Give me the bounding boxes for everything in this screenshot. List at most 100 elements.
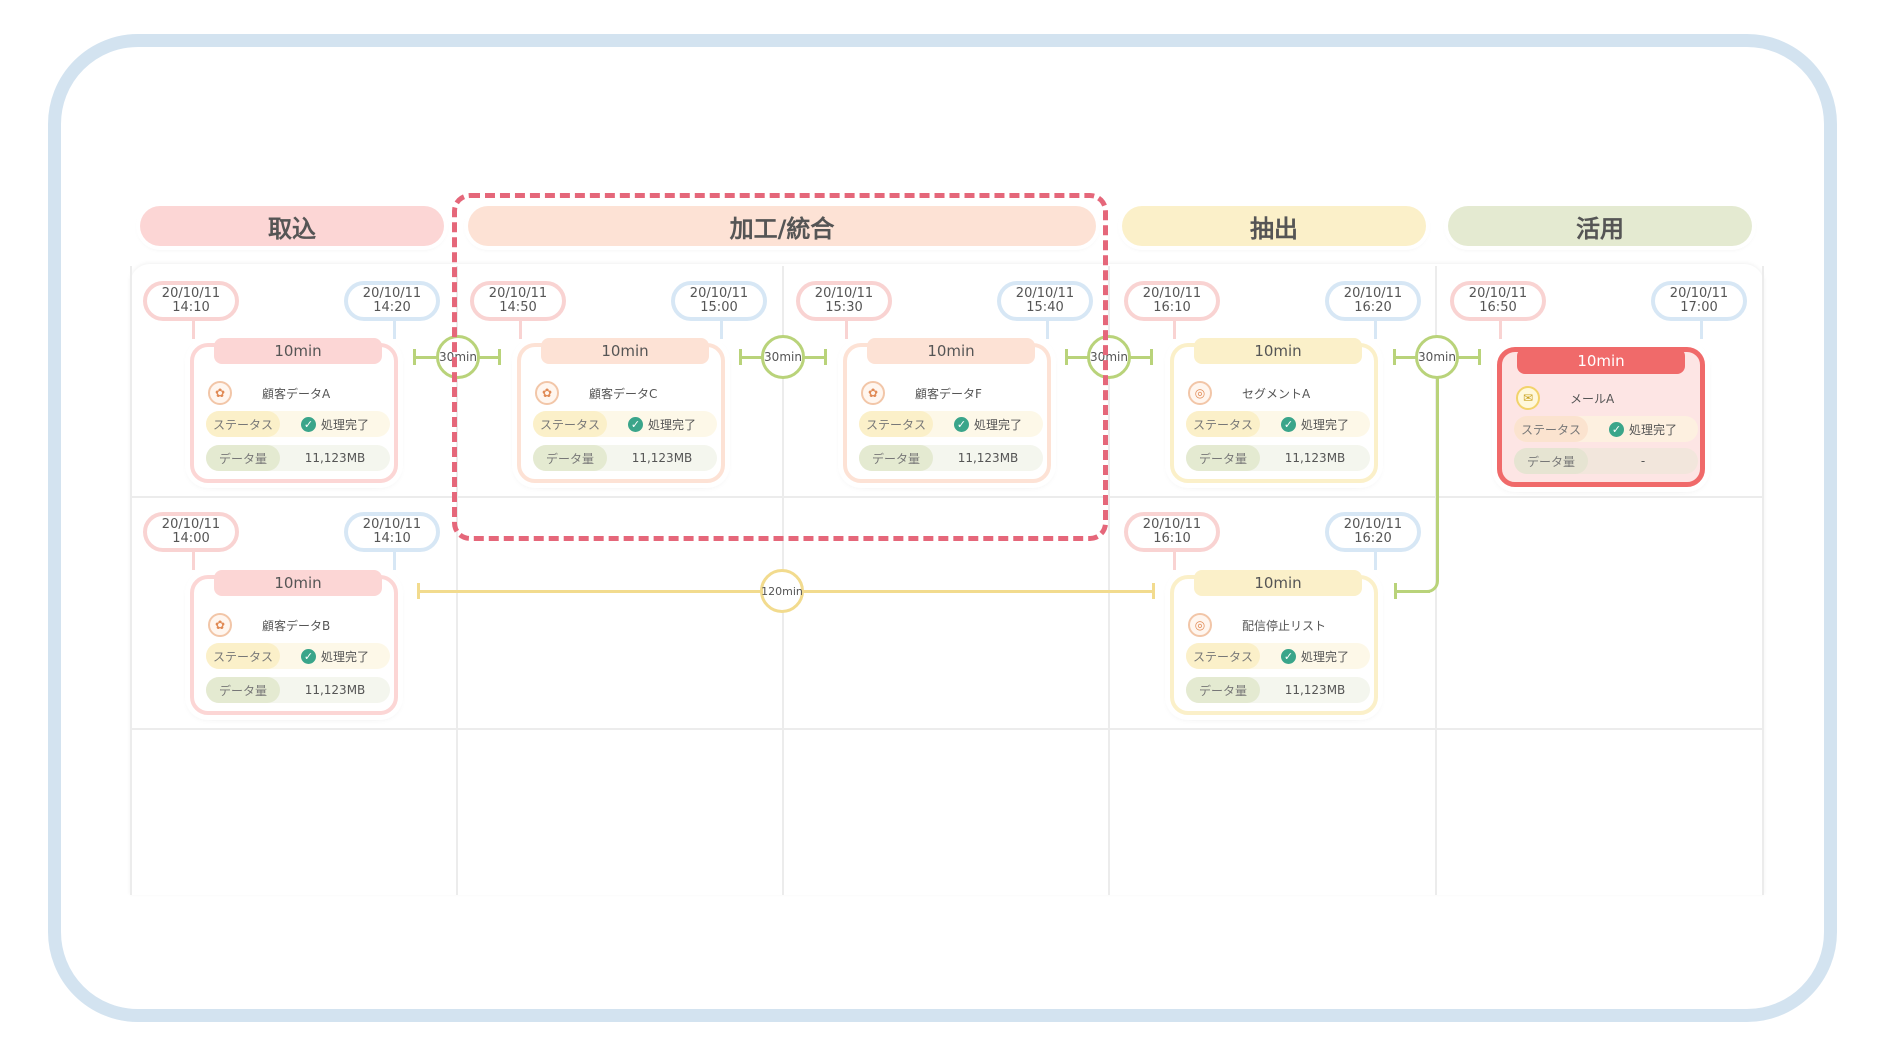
status-value: 処理完了 — [647, 417, 696, 432]
check-icon: ✓ — [300, 648, 316, 664]
status-value: 処理完了 — [1300, 417, 1349, 432]
card-name: メールA — [1570, 391, 1615, 406]
connector-cap — [417, 583, 420, 599]
status-value: 処理完了 — [1628, 422, 1677, 437]
size-value: 11,123MB — [631, 451, 693, 465]
grid-divider — [130, 266, 132, 895]
size-label: データ量 — [533, 445, 607, 471]
connector-duration-1: 30min — [436, 335, 480, 379]
size-label: データ量 — [206, 445, 280, 471]
grid-row-divider — [130, 728, 1764, 730]
connector-cap — [1394, 583, 1397, 599]
job-card-a[interactable]: 10min ✿ 顧客データA ステータス ✓ 処理完了 データ量 11,123MB — [190, 338, 398, 483]
job-card-mail[interactable]: 10min ✉メールA ステータス✓処理完了 データ量- — [1497, 347, 1705, 487]
segment-icon: ◎ — [1188, 613, 1212, 637]
grid-divider — [1108, 266, 1110, 895]
connector-cap — [824, 349, 827, 365]
stage-extract: 抽出 — [1122, 206, 1426, 246]
grid-divider — [1762, 266, 1764, 895]
status-label: ステータス — [1186, 411, 1260, 437]
size-value: - — [1640, 454, 1646, 468]
status-value: 処理完了 — [320, 649, 369, 664]
segment-icon: ◎ — [1188, 381, 1212, 405]
stage-ingest: 取込 — [140, 206, 444, 246]
card-duration: 10min — [214, 570, 382, 596]
branch-elbow — [1426, 578, 1439, 593]
data-icon: ✿ — [208, 613, 232, 637]
stage-utilize-label: 活用 — [1576, 214, 1624, 243]
stage-utilize: 活用 — [1448, 206, 1752, 246]
data-icon: ✿ — [535, 381, 559, 405]
card-duration: 10min — [541, 338, 709, 364]
connector-cap — [1150, 349, 1153, 365]
size-label: データ量 — [859, 445, 933, 471]
status-value: 処理完了 — [320, 417, 369, 432]
status-label: ステータス — [859, 411, 933, 437]
size-label: データ量 — [1514, 448, 1588, 474]
connector-cap — [1478, 349, 1481, 365]
connector-duration-5: 120min — [760, 569, 804, 613]
card-name: セグメントA — [1242, 386, 1311, 401]
branch-line — [1396, 590, 1430, 593]
card-name: 配信停止リスト — [1242, 618, 1327, 633]
card-duration: 10min — [214, 338, 382, 364]
connector-cap — [413, 349, 416, 365]
connector-cap — [739, 349, 742, 365]
check-icon: ✓ — [953, 416, 969, 432]
stage-ingest-label: 取込 — [268, 214, 316, 243]
size-value: 11,123MB — [1284, 683, 1346, 697]
size-value: 11,123MB — [304, 683, 366, 697]
size-value: 11,123MB — [957, 451, 1019, 465]
connector-cap — [1152, 583, 1155, 599]
check-icon: ✓ — [627, 416, 643, 432]
highlight-process-region — [452, 193, 1108, 541]
status-label: ステータス — [533, 411, 607, 437]
status-value: 処理完了 — [973, 417, 1022, 432]
card-name: 顧客データA — [262, 386, 331, 401]
check-icon: ✓ — [300, 416, 316, 432]
status-label: ステータス — [1186, 643, 1260, 669]
status-value: 処理完了 — [1300, 649, 1349, 664]
stage-process-label: 加工/統合 — [729, 214, 835, 243]
connector-duration-4: 30min — [1415, 335, 1459, 379]
grid-divider — [456, 266, 458, 895]
size-label: データ量 — [1186, 445, 1260, 471]
size-label: データ量 — [1186, 677, 1260, 703]
status-label: ステータス — [1514, 416, 1588, 442]
grid-row-divider — [130, 496, 1764, 498]
data-icon: ✿ — [208, 381, 232, 405]
card-duration: 10min — [867, 338, 1035, 364]
stage-extract-label: 抽出 — [1250, 214, 1298, 243]
card-duration: 10min — [1517, 348, 1685, 374]
connector-cap — [1065, 349, 1068, 365]
stage-process: 加工/統合 — [468, 206, 1096, 246]
size-value: 11,123MB — [304, 451, 366, 465]
branch-line — [1436, 377, 1439, 582]
connector-cap — [1393, 349, 1396, 365]
status-label: ステータス — [206, 643, 280, 669]
check-icon: ✓ — [1280, 416, 1296, 432]
connector-duration-2: 30min — [761, 335, 805, 379]
check-icon: ✓ — [1608, 421, 1624, 437]
status-label: ステータス — [206, 411, 280, 437]
connector-cap — [498, 349, 501, 365]
